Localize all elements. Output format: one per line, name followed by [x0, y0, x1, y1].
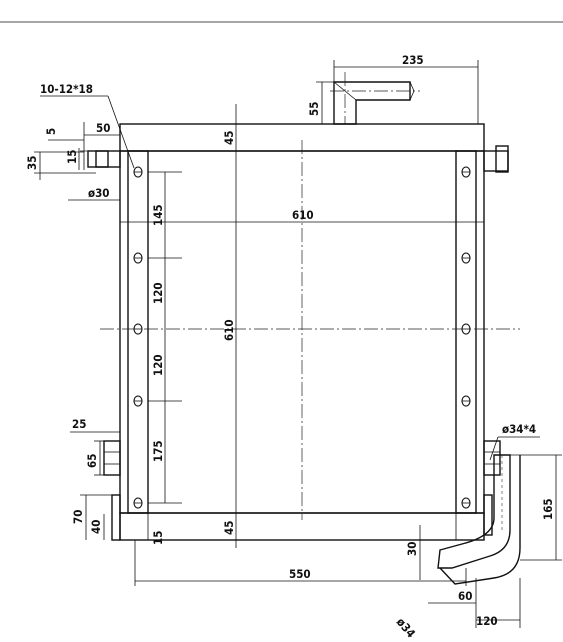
label-bottom-15: 15	[151, 531, 165, 545]
right-mid-tab	[483, 440, 501, 476]
label-fan-width: 235	[402, 53, 424, 67]
label-left-15: 15	[65, 150, 79, 164]
label-pipe-120: 120	[476, 614, 498, 628]
label-tab-65: 65	[85, 454, 99, 468]
label-tab-25: 25	[72, 417, 86, 431]
fan-stub	[330, 72, 420, 125]
left-holes	[133, 166, 143, 509]
label-bottom-45: 45	[222, 521, 236, 535]
label-height-610: 610	[222, 319, 236, 341]
label-top-45: 45	[222, 131, 236, 145]
left-mid-tab	[103, 440, 121, 476]
label-right-165: 165	[541, 498, 555, 520]
label-pitch-120a: 120	[151, 282, 165, 304]
label-pipe-30: 30	[405, 542, 419, 556]
label-width-610: 610	[292, 208, 314, 222]
label-pitch-120b: 120	[151, 354, 165, 376]
label-holes: 10-12*18	[40, 82, 93, 96]
outlet-pipe	[437, 454, 521, 585]
label-fan-height: 55	[307, 102, 321, 116]
label-base-550: 550	[289, 567, 311, 581]
label-pipe-60: 60	[458, 589, 472, 603]
label-hole-dia: ø30	[88, 186, 110, 200]
label-pipe-spec: ø34*4	[502, 422, 536, 436]
label-top-gap: 5	[44, 128, 58, 135]
top-right-fitting	[483, 145, 509, 173]
label-left-70: 70	[71, 510, 85, 524]
label-left-40: 40	[89, 520, 103, 534]
label-pipe-dia: ø34	[394, 615, 419, 640]
label-left-35: 35	[25, 156, 39, 170]
label-pitch-175: 175	[151, 440, 165, 462]
top-left-fitting	[80, 150, 121, 168]
right-holes	[461, 166, 471, 509]
bottom-right-foot	[483, 494, 493, 536]
label-pitch-145: 145	[151, 204, 165, 226]
bottom-left-foot	[111, 494, 121, 541]
label-mount-offset: 50	[96, 121, 110, 135]
